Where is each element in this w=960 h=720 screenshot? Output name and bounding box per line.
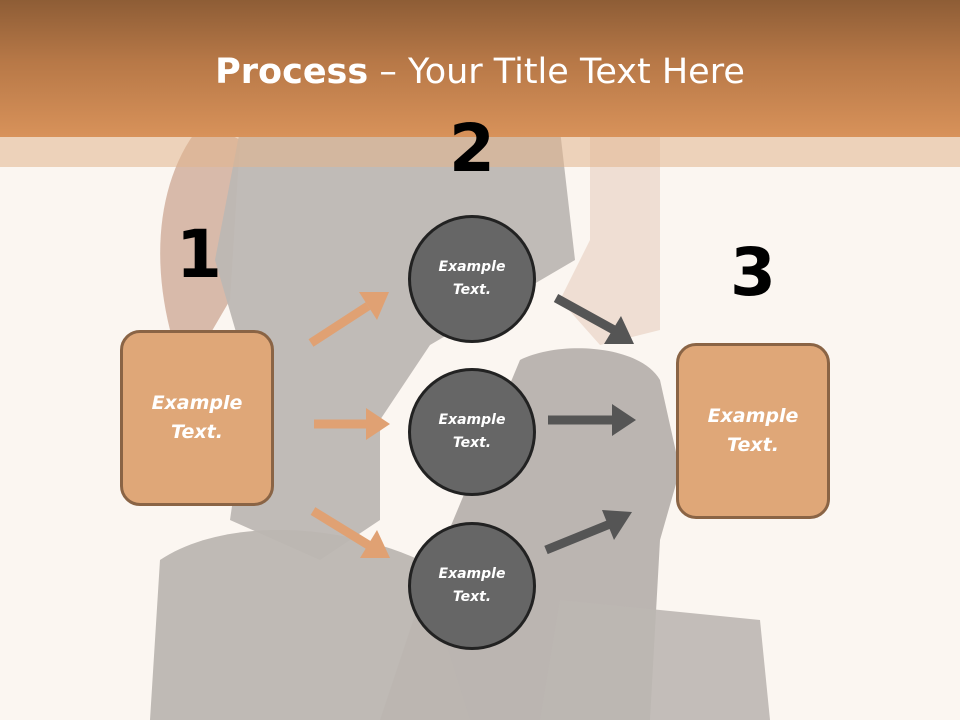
- step-number-3: 3: [730, 234, 776, 311]
- step-3-box-text: Example Text.: [707, 405, 799, 456]
- gray-arrow-right: [548, 404, 636, 436]
- step-number-2: 2: [449, 110, 495, 187]
- step-1-box: Example Text.: [120, 330, 274, 506]
- step-2-circle-top: Example Text.: [408, 215, 536, 343]
- step-3-box: Example Text.: [676, 343, 830, 519]
- orange-arrow-up: [308, 292, 389, 347]
- orange-arrow-right: [314, 408, 390, 440]
- title-banner-stripe: [0, 137, 960, 167]
- circle-bottom-text: Example Text.: [438, 566, 506, 605]
- step-number-1: 1: [176, 216, 222, 293]
- title-banner: [0, 0, 960, 137]
- orange-arrow-down: [310, 507, 390, 558]
- slide-title: Process – Your Title Text Here: [0, 52, 960, 92]
- step-2-circle-bottom: Example Text.: [408, 522, 536, 650]
- slide-title-bold: Process: [215, 52, 369, 92]
- step-1-box-text: Example Text.: [151, 392, 243, 443]
- circle-top-text: Example Text.: [438, 259, 506, 298]
- step-2-circle-middle: Example Text.: [408, 368, 536, 496]
- circle-middle-text: Example Text.: [438, 412, 506, 451]
- gray-arrow-down: [553, 294, 634, 344]
- slide-title-rest: – Your Title Text Here: [368, 52, 745, 92]
- gray-arrow-up: [544, 510, 632, 555]
